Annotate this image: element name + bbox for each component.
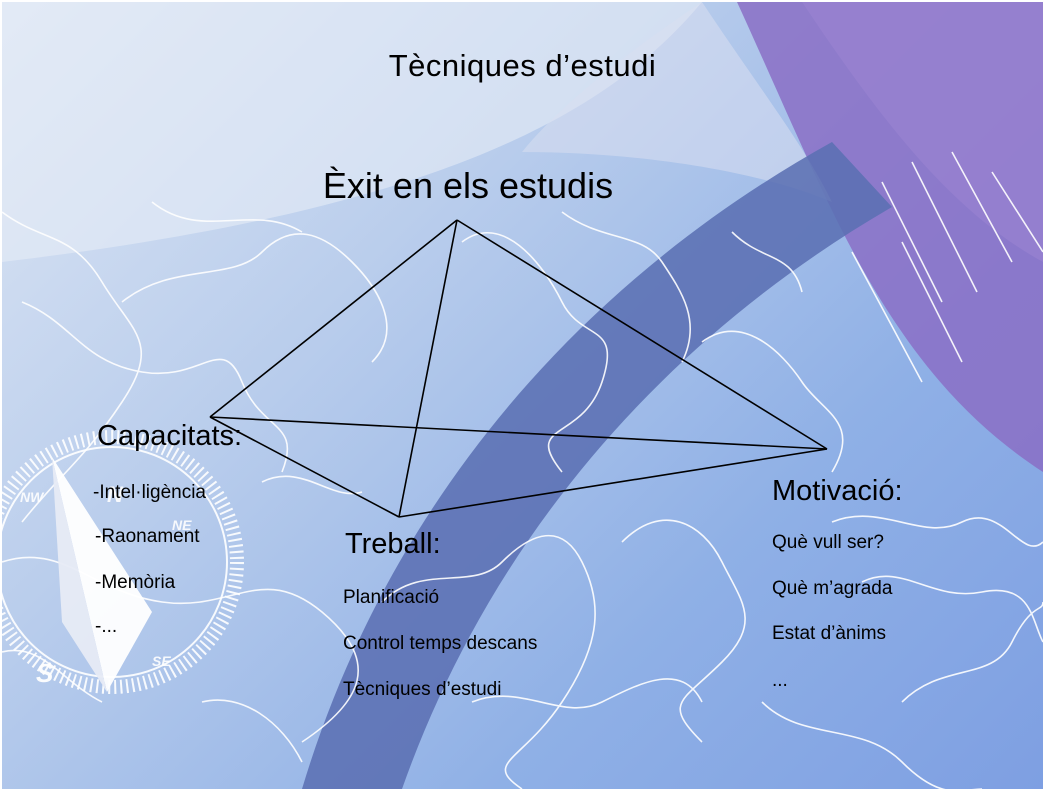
edge-capacitats-treball [209,416,400,518]
treball-heading: Treball: [345,528,441,560]
edge-capacitats-motivacio [209,416,828,450]
compass-letter-ne: NE [172,517,192,533]
pyramid-diagram [209,219,828,518]
edge-apex-capacitats [209,219,458,418]
map-lines [2,151,1043,789]
motivacio-heading: Motivació: [772,475,903,507]
edge-apex-motivacio [456,219,828,450]
motivacio-item: Què vull ser? [772,532,884,553]
capacitats-item: -Raonament [95,526,200,547]
capacitats-item: -... [95,616,118,637]
treball-item: Tècniques d’estudi [343,679,502,700]
motivacio-item: Què m’agrada [772,578,893,599]
apex-label: Èxit en els estudis [322,165,614,206]
compass-needle [52,457,152,692]
compass-letter-nw: NW [20,489,45,505]
capacitats-item: -Memòria [95,572,176,593]
compass-rose: N NE NW S SE [2,430,244,694]
motivacio-item: Estat d’ànims [772,623,887,644]
compass-letter-s: S [36,658,54,688]
capacitats-heading: Capacitats: [97,420,243,452]
edge-apex-treball [398,219,458,518]
edge-treball-motivacio [398,448,828,518]
capacitats-item: -Intel·ligència [93,482,206,503]
treball-item: Control temps descans [343,633,538,654]
compass-letter-n: N [107,482,124,507]
light-arc [522,2,832,202]
light-wash [2,2,702,262]
slide-title: Tècniques d’estudi [388,48,657,83]
arc-band [302,142,892,789]
treball-item: Planificació [343,587,440,608]
compass-letter-se: SE [152,653,171,669]
motivacio-item: ... [772,670,788,691]
